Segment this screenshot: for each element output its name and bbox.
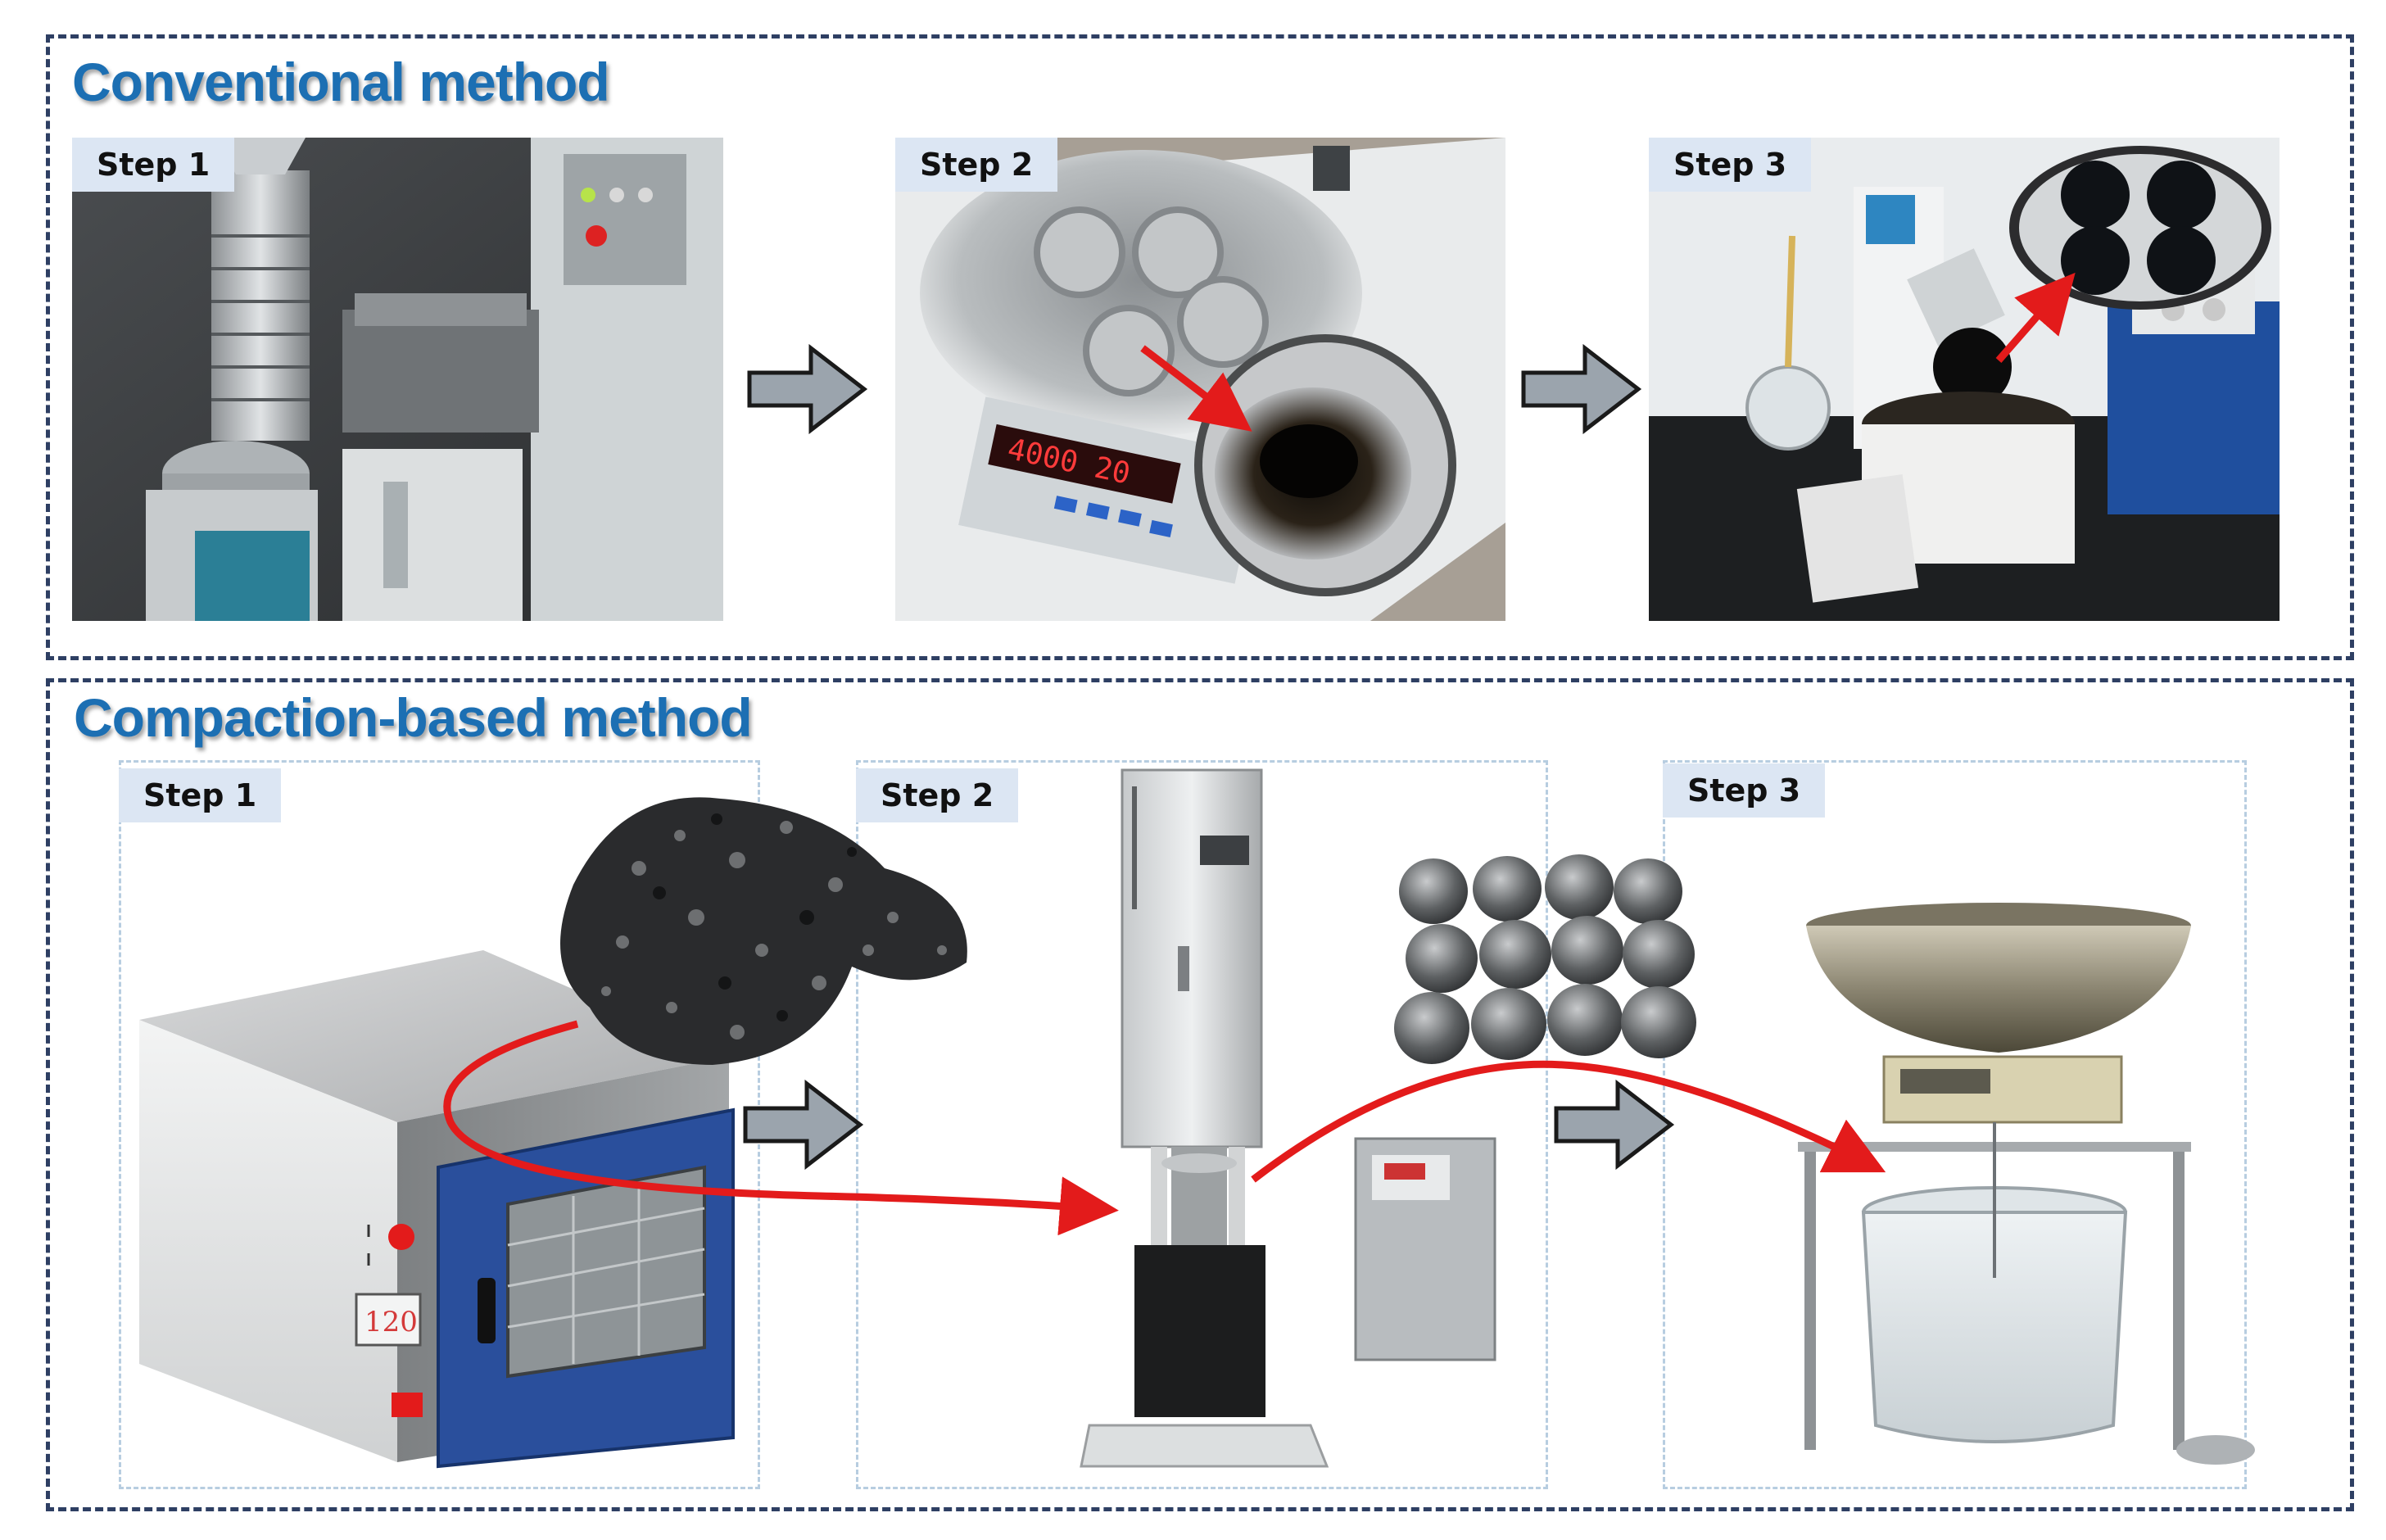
compaction-step2-box — [856, 760, 1548, 1489]
conventional-step3-label: Step 3 — [1649, 138, 1812, 192]
conventional-title: Conventional method — [72, 52, 610, 112]
compaction-step1-box — [119, 760, 760, 1489]
compaction-title: Compaction-based method — [74, 687, 753, 748]
conventional-step3-photo — [1649, 138, 2280, 621]
conventional-panel — [46, 34, 2354, 660]
compaction-panel — [46, 678, 2354, 1511]
conventional-step2-label: Step 2 — [895, 138, 1058, 192]
conventional-arrow-1 — [747, 344, 868, 434]
conventional-step1-label: Step 1 — [72, 138, 235, 192]
compaction-step3-box — [1663, 760, 2247, 1489]
compaction-step3-label: Step 3 — [1663, 763, 1826, 818]
conventional-step2-photo: 4000 20 — [895, 138, 1505, 621]
conventional-arrow-2 — [1521, 344, 1642, 434]
compaction-step2-label: Step 2 — [856, 768, 1019, 822]
conventional-step1-photo — [72, 138, 723, 621]
compaction-arrow-1 — [743, 1080, 864, 1170]
compaction-arrow-2 — [1554, 1080, 1675, 1170]
compaction-step1-label: Step 1 — [119, 768, 282, 822]
